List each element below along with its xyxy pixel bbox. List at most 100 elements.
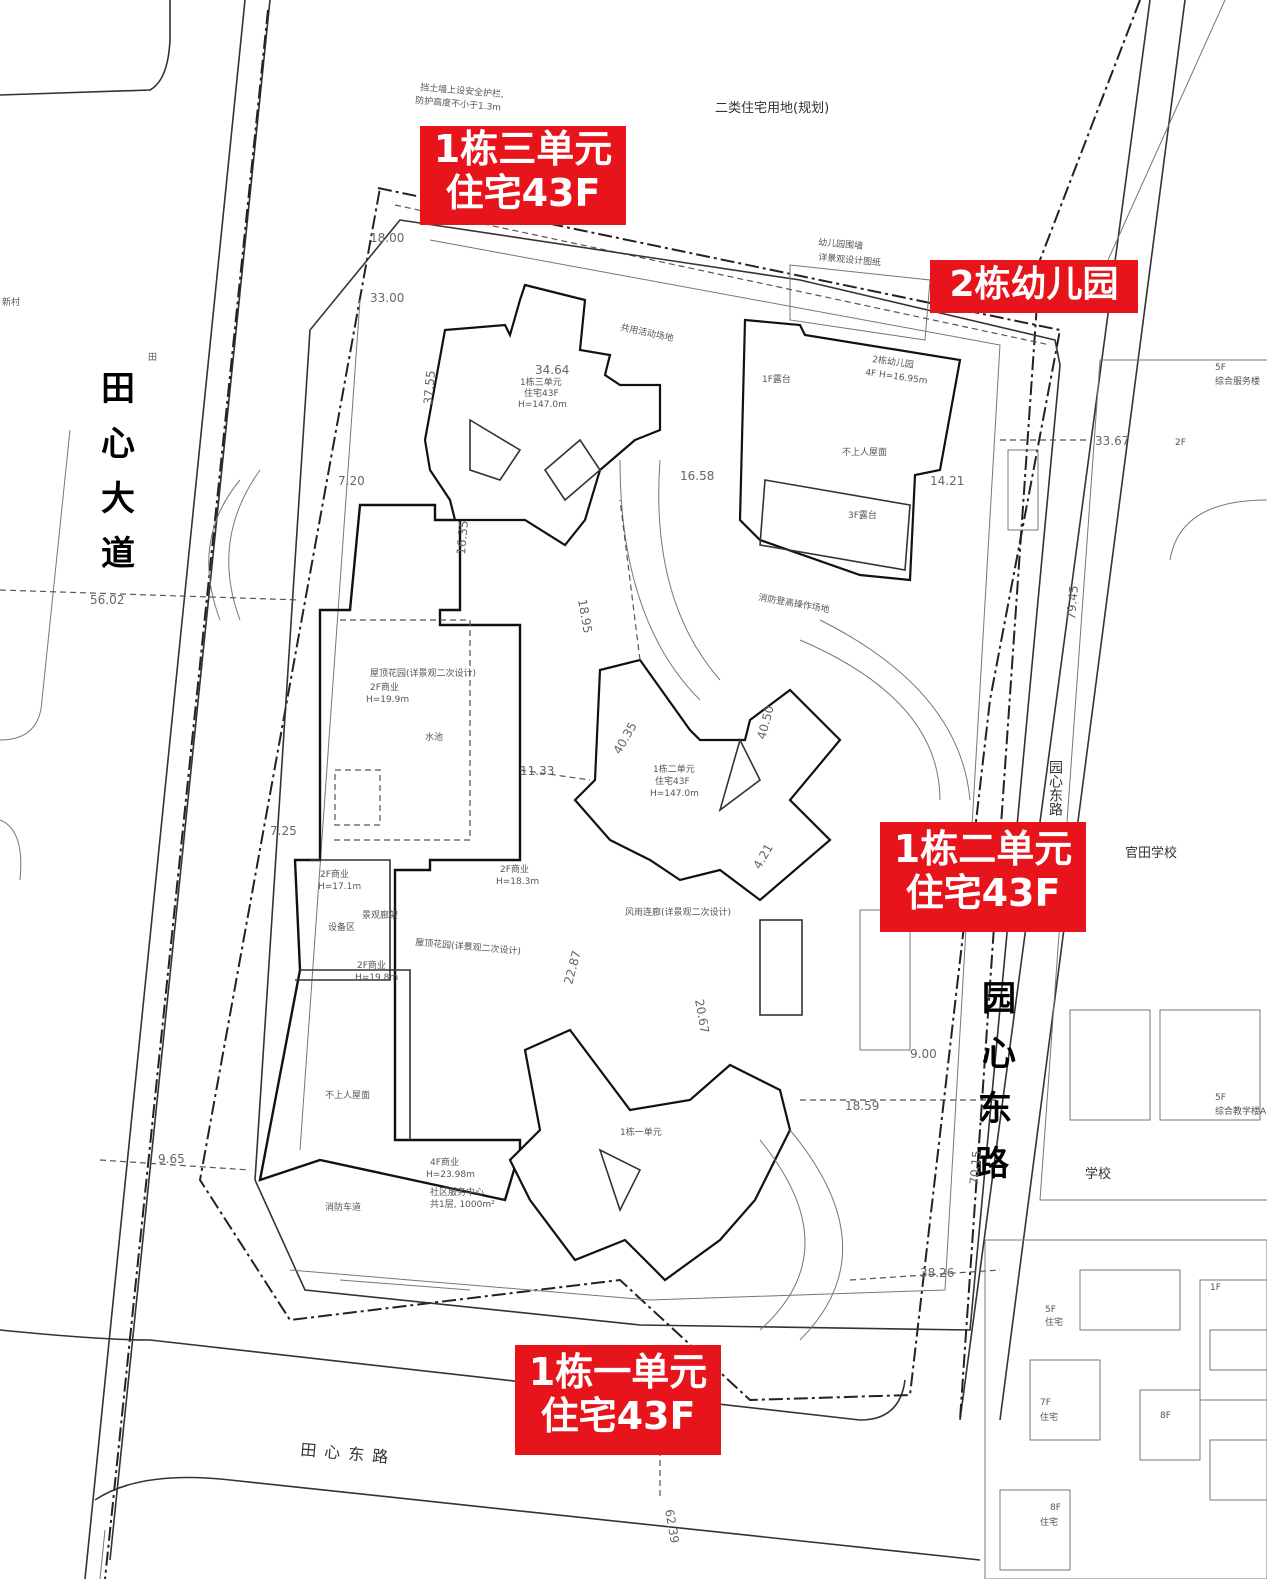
dimension: 70.15 xyxy=(967,1150,984,1185)
label-line: 1栋二单元 xyxy=(893,827,1073,871)
road-char: 东 xyxy=(978,1089,1012,1129)
note: 共用活动场地 xyxy=(619,321,674,344)
label-line: 住宅43F xyxy=(445,170,601,215)
note: 消防登高操作场地 xyxy=(757,591,830,615)
label-line: 住宅43F xyxy=(905,870,1061,915)
note: 不上人屋面 xyxy=(842,447,887,458)
note: 新村 xyxy=(2,296,20,308)
note: H=147.0m xyxy=(650,789,699,799)
note: 景观廊架 xyxy=(362,909,398,921)
building-unit1 xyxy=(508,1028,792,1282)
dimension: 22.87 xyxy=(561,949,583,986)
road-char: 心 xyxy=(982,1034,1016,1074)
note: 社区服务中心 xyxy=(430,1186,484,1198)
note: H=147.0m xyxy=(518,400,567,410)
school-label: 学校 xyxy=(1085,1166,1111,1182)
note: 1栋三单元 xyxy=(520,376,562,388)
note: 1F xyxy=(1210,1283,1221,1293)
note: 1栋一单元 xyxy=(620,1126,662,1138)
note: 4F商业 xyxy=(430,1156,459,1168)
note: 2F xyxy=(1175,438,1186,448)
label-building1-unit3: 1栋三单元 住宅43F xyxy=(420,126,626,225)
note: 综合教学楼A xyxy=(1215,1105,1267,1117)
dimension: 9.00 xyxy=(910,1047,937,1061)
label-line: 2栋幼儿园 xyxy=(949,264,1119,305)
school-label: 官田学校 xyxy=(1125,845,1177,861)
note: 住宅 xyxy=(1040,1516,1058,1528)
dimension: 7.25 xyxy=(270,824,297,838)
west-road-lines xyxy=(0,0,271,1579)
dimension: 14.21 xyxy=(930,474,964,488)
road-char: 大 xyxy=(101,479,135,519)
dimension: 56.02 xyxy=(90,593,124,607)
dimension: 20.67 xyxy=(692,998,712,1034)
east-road-lines xyxy=(959,0,1267,1421)
note: 3F露台 xyxy=(848,509,877,521)
building-unit2 xyxy=(573,658,842,902)
note: H=19.9m xyxy=(366,695,409,705)
label-line: 住宅43F xyxy=(540,1393,696,1438)
fire-lane xyxy=(208,459,971,1341)
note: 5F xyxy=(1045,1305,1056,1315)
dimension: 16.35 xyxy=(454,520,471,555)
south-road-name: 田心东路 xyxy=(300,1440,397,1467)
note: 消防车道 xyxy=(325,1201,361,1213)
building-kindergarten xyxy=(738,264,1039,582)
note: 2F商业 xyxy=(500,863,529,875)
label-building2-kindergarten: 2栋幼儿园 xyxy=(930,260,1138,313)
note: 5F xyxy=(1215,363,1226,373)
road-char: 田 xyxy=(101,369,135,409)
dimension: 7.20 xyxy=(338,474,365,488)
note: H=18.3m xyxy=(496,877,539,887)
east-road-name: 园 心 东 路 xyxy=(975,979,1016,1184)
note: 2F商业 xyxy=(357,959,386,971)
dimension: 18.95 xyxy=(575,598,595,634)
dimension: 34.64 xyxy=(535,363,569,377)
dimension: 37.55 xyxy=(421,370,438,405)
dimension: 38.26 xyxy=(920,1266,954,1280)
note: 2F商业 xyxy=(370,681,399,693)
podium xyxy=(258,503,522,1202)
dimension: 33.67 xyxy=(1095,434,1129,448)
dimension: 62.39 xyxy=(662,1508,682,1544)
building-unit3 xyxy=(423,283,662,547)
note: 共1层, 1000m² xyxy=(430,1199,495,1210)
south-road-lines xyxy=(0,1329,981,1579)
note: 田 xyxy=(148,352,157,363)
dimension: 18.00 xyxy=(370,231,404,245)
note: 设备区 xyxy=(328,921,355,933)
label-building1-unit2: 1栋二单元 住宅43F xyxy=(880,822,1086,932)
note: H=19.8m xyxy=(355,973,398,983)
note: 详景观设计图纸 xyxy=(818,251,882,268)
note: 住宅43F xyxy=(524,387,559,399)
label-building1-unit1: 1栋一单元 住宅43F xyxy=(515,1345,721,1455)
adjacent-blocks xyxy=(984,1009,1267,1579)
note: 住宅 xyxy=(1040,1411,1058,1423)
note: 住宅43F xyxy=(655,775,690,787)
label-line: 1栋三单元 xyxy=(433,127,613,171)
road-char: 道 xyxy=(101,534,135,574)
note: 1F露台 xyxy=(762,373,791,385)
note: H=17.1m xyxy=(318,882,361,892)
note: 水池 xyxy=(425,731,443,743)
note: 幼儿园围墙 xyxy=(818,236,864,252)
label-line: 1栋一单元 xyxy=(528,1350,708,1394)
road-char: 路 xyxy=(975,1144,1010,1184)
dimension: 9.65 xyxy=(158,1152,185,1166)
dimension-lines xyxy=(0,439,1090,1500)
note: 综合服务楼 xyxy=(1215,375,1260,387)
dimension: 79.45 xyxy=(1064,585,1081,620)
west-road-name: 田 心 大 道 xyxy=(101,369,135,574)
dimension: 11.33 xyxy=(520,764,554,778)
note: 风雨连廊(详景观二次设计) xyxy=(625,906,731,918)
note: 8F xyxy=(1050,1503,1061,1513)
dimension: 33.00 xyxy=(370,291,404,305)
note: 7F xyxy=(1040,1398,1051,1408)
note: 不上人屋面 xyxy=(325,1090,370,1101)
note: 1栋二单元 xyxy=(653,763,695,775)
dimension: 18.59 xyxy=(845,1099,879,1113)
planned-land-label: 二类住宅用地(规划) xyxy=(715,101,829,116)
note: 住宅 xyxy=(1045,1316,1063,1328)
note: 屋顶花园(详景观二次设计) xyxy=(370,667,476,679)
